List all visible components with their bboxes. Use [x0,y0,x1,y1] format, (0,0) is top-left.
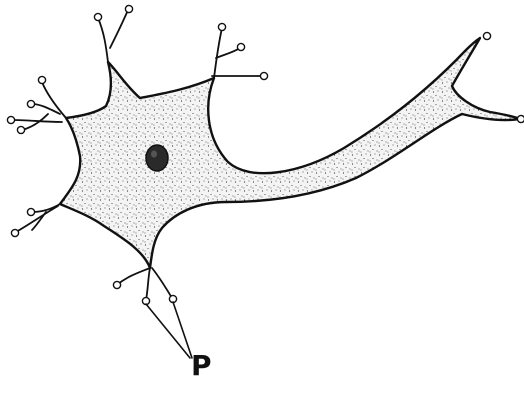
dendrites-lower-left [16,204,60,232]
label-p: P [191,352,212,380]
dendrites-bottom [118,268,172,300]
cell-body [60,38,520,268]
dendrites-left [12,82,66,130]
dendrites-top-left [98,10,128,62]
label-pointer-lines [146,302,192,358]
dendrites-top-right [212,28,262,78]
nucleus [146,145,168,171]
